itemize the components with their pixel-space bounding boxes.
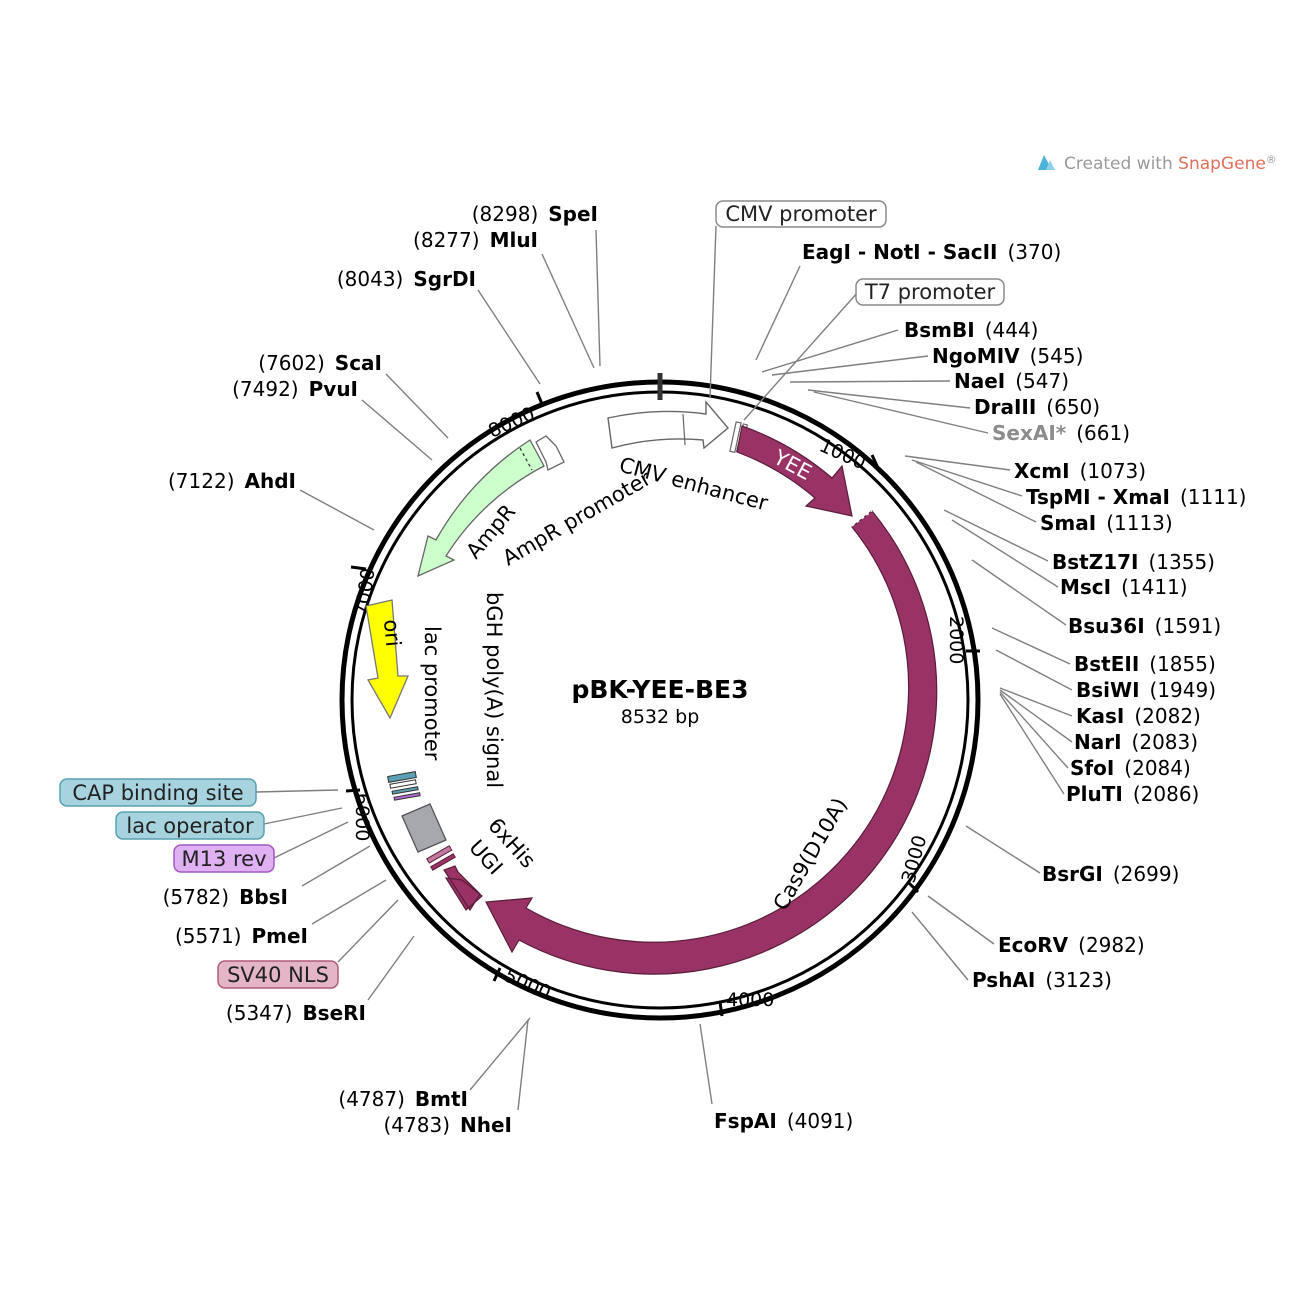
enzyme-bmti[interactable]: (4787)BmtI [338, 1087, 468, 1111]
enzyme-bbsi[interactable]: (5782)BbsI [163, 885, 288, 909]
ampr-arrow[interactable] [417, 439, 545, 578]
feature-box-lac-operator[interactable]: lac operator [115, 811, 265, 840]
m13-rev-mark [393, 792, 421, 801]
enzyme-nari[interactable]: NarI(2083) [1074, 730, 1198, 754]
ampr-promoter-label: AmpR promoter [499, 466, 656, 570]
nls-mark [426, 845, 453, 864]
snapgene-logo-accent-icon [1046, 160, 1055, 170]
tick-label-8000: 8000 [485, 403, 538, 443]
enzyme-bsiwi[interactable]: BsiWI(1949) [1076, 678, 1216, 702]
ori-arrow[interactable] [365, 599, 409, 720]
feature-box-t7-promoter[interactable]: T7 promoter [855, 278, 1005, 306]
ampr-junction [519, 447, 533, 471]
snapgene-credit: Created with SnapGene® [1038, 153, 1277, 174]
enzyme-scai[interactable]: (7602)ScaI [258, 351, 382, 375]
yee-arrow[interactable] [736, 425, 853, 517]
cap-binding-mark [387, 771, 417, 783]
enzyme-kasi[interactable]: KasI(2082) [1076, 704, 1201, 728]
ori-label: ori [379, 618, 405, 647]
tick-label-2000: 2000 [945, 616, 967, 664]
svg-text:SV40 NLS: SV40 NLS [227, 963, 329, 987]
cas9-arrow[interactable] [485, 510, 938, 975]
svg-text:lac operator: lac operator [126, 814, 254, 838]
feature-box-sv40-nls[interactable]: SV40 NLS [217, 960, 339, 989]
tick-label-6000: 6000 [351, 793, 373, 841]
bgh-polya-block[interactable] [401, 803, 447, 853]
enzyme-bstz17i[interactable]: BstZ17I(1355) [1052, 550, 1215, 574]
enzyme-pshai[interactable]: PshAI(3123) [972, 968, 1112, 992]
enzyme-sgrdi[interactable]: (8043)SgrDI [337, 267, 476, 291]
lac-promoter-label: lac promoter [420, 626, 444, 761]
enzyme-naei[interactable]: NaeI(547) [954, 369, 1069, 393]
enzyme-fspai[interactable]: FspAI(4091) [714, 1109, 853, 1133]
enzyme-tspmi-xmai[interactable]: TspMI - XmaI(1111) [1026, 485, 1247, 509]
left-leader-lines [299, 229, 601, 1111]
lac-operator-leader [263, 807, 343, 825]
cas9-junction [851, 510, 873, 527]
ugi-arrow[interactable] [443, 865, 483, 912]
cmv-promoter-mark [729, 421, 742, 454]
enzyme-nhei[interactable]: (4783)NheI [384, 1113, 513, 1137]
enzyme-bsrgi[interactable]: BsrGI(2699) [1042, 862, 1179, 886]
cap-binding-leader [255, 789, 339, 793]
enzyme-msci[interactable]: MscI(1411) [1060, 575, 1188, 599]
svg-text:CMV promoter: CMV promoter [725, 202, 877, 226]
enzyme-sexai[interactable]: SexAI*(661) [992, 421, 1130, 445]
enzyme-pvui[interactable]: (7492)PvuI [232, 377, 358, 401]
plasmid-length: 8532 bp [621, 706, 700, 728]
enzyme-bsu36i[interactable]: Bsu36I(1591) [1068, 614, 1221, 638]
svg-text:CAP binding site: CAP binding site [72, 781, 243, 805]
enzyme-draiii[interactable]: DraIII(650) [974, 395, 1100, 419]
enzyme-sfoi[interactable]: SfoI(2084) [1070, 756, 1191, 780]
bgh-polya-label: bGH poly(A) signal [482, 592, 506, 788]
svg-text:T7 promoter: T7 promoter [864, 280, 996, 304]
enzyme-ngomiv[interactable]: NgoMIV(545) [932, 344, 1083, 368]
plasmid-name: pBK-YEE-BE3 [571, 675, 748, 704]
enzyme-spei[interactable]: (8298)SpeI [472, 202, 598, 226]
enzyme-xcmi[interactable]: XcmI(1073) [1014, 459, 1146, 483]
right-leader-lines [699, 265, 1073, 1105]
enzyme-smai[interactable]: SmaI(1113) [1040, 511, 1173, 535]
tick-label-4000: 4000 [726, 989, 774, 1011]
enzyme-bsmbi[interactable]: BsmBI(444) [904, 318, 1038, 342]
lac-promoter-mark [389, 779, 417, 789]
credit-text: Created with SnapGene® [1064, 153, 1277, 174]
enzyme-bseri[interactable]: (5347)BseRI [226, 1001, 366, 1025]
cmv-promoter-leader [709, 225, 717, 399]
feature-box-m13-rev[interactable]: M13 rev [173, 844, 275, 873]
enzyme-pluti[interactable]: PluTI(2086) [1066, 782, 1199, 806]
tick-label-5000: 5000 [501, 964, 554, 1004]
scale-ticks [345, 391, 980, 1017]
enzyme-pmei[interactable]: (5571)PmeI [175, 924, 308, 948]
svg-text:M13 rev: M13 rev [181, 847, 266, 871]
m13-rev-leader [273, 821, 349, 859]
enzyme-bsteii[interactable]: BstEII(1855) [1074, 652, 1216, 676]
enzyme-mlui[interactable]: (8277)MluI [413, 228, 538, 252]
sv40-nls-leader [337, 899, 399, 963]
enzyme-ahdi[interactable]: (7122)AhdI [168, 469, 296, 493]
t7-promoter-leader [743, 291, 859, 421]
his-mark [430, 853, 456, 871]
cmv-enhancer-arrow[interactable] [607, 400, 729, 450]
feature-box-cmv-promoter[interactable]: CMV promoter [715, 200, 887, 228]
lac-operator-mark [391, 786, 419, 795]
enzyme-eagi-noti-sacii[interactable]: EagI - NotI - SacII(370) [802, 240, 1061, 264]
enzyme-ecorv[interactable]: EcoRV(2982) [998, 933, 1145, 957]
feature-box-cap-binding-site[interactable]: CAP binding site [59, 778, 257, 807]
ampr-promoter-arrow[interactable] [535, 435, 565, 471]
